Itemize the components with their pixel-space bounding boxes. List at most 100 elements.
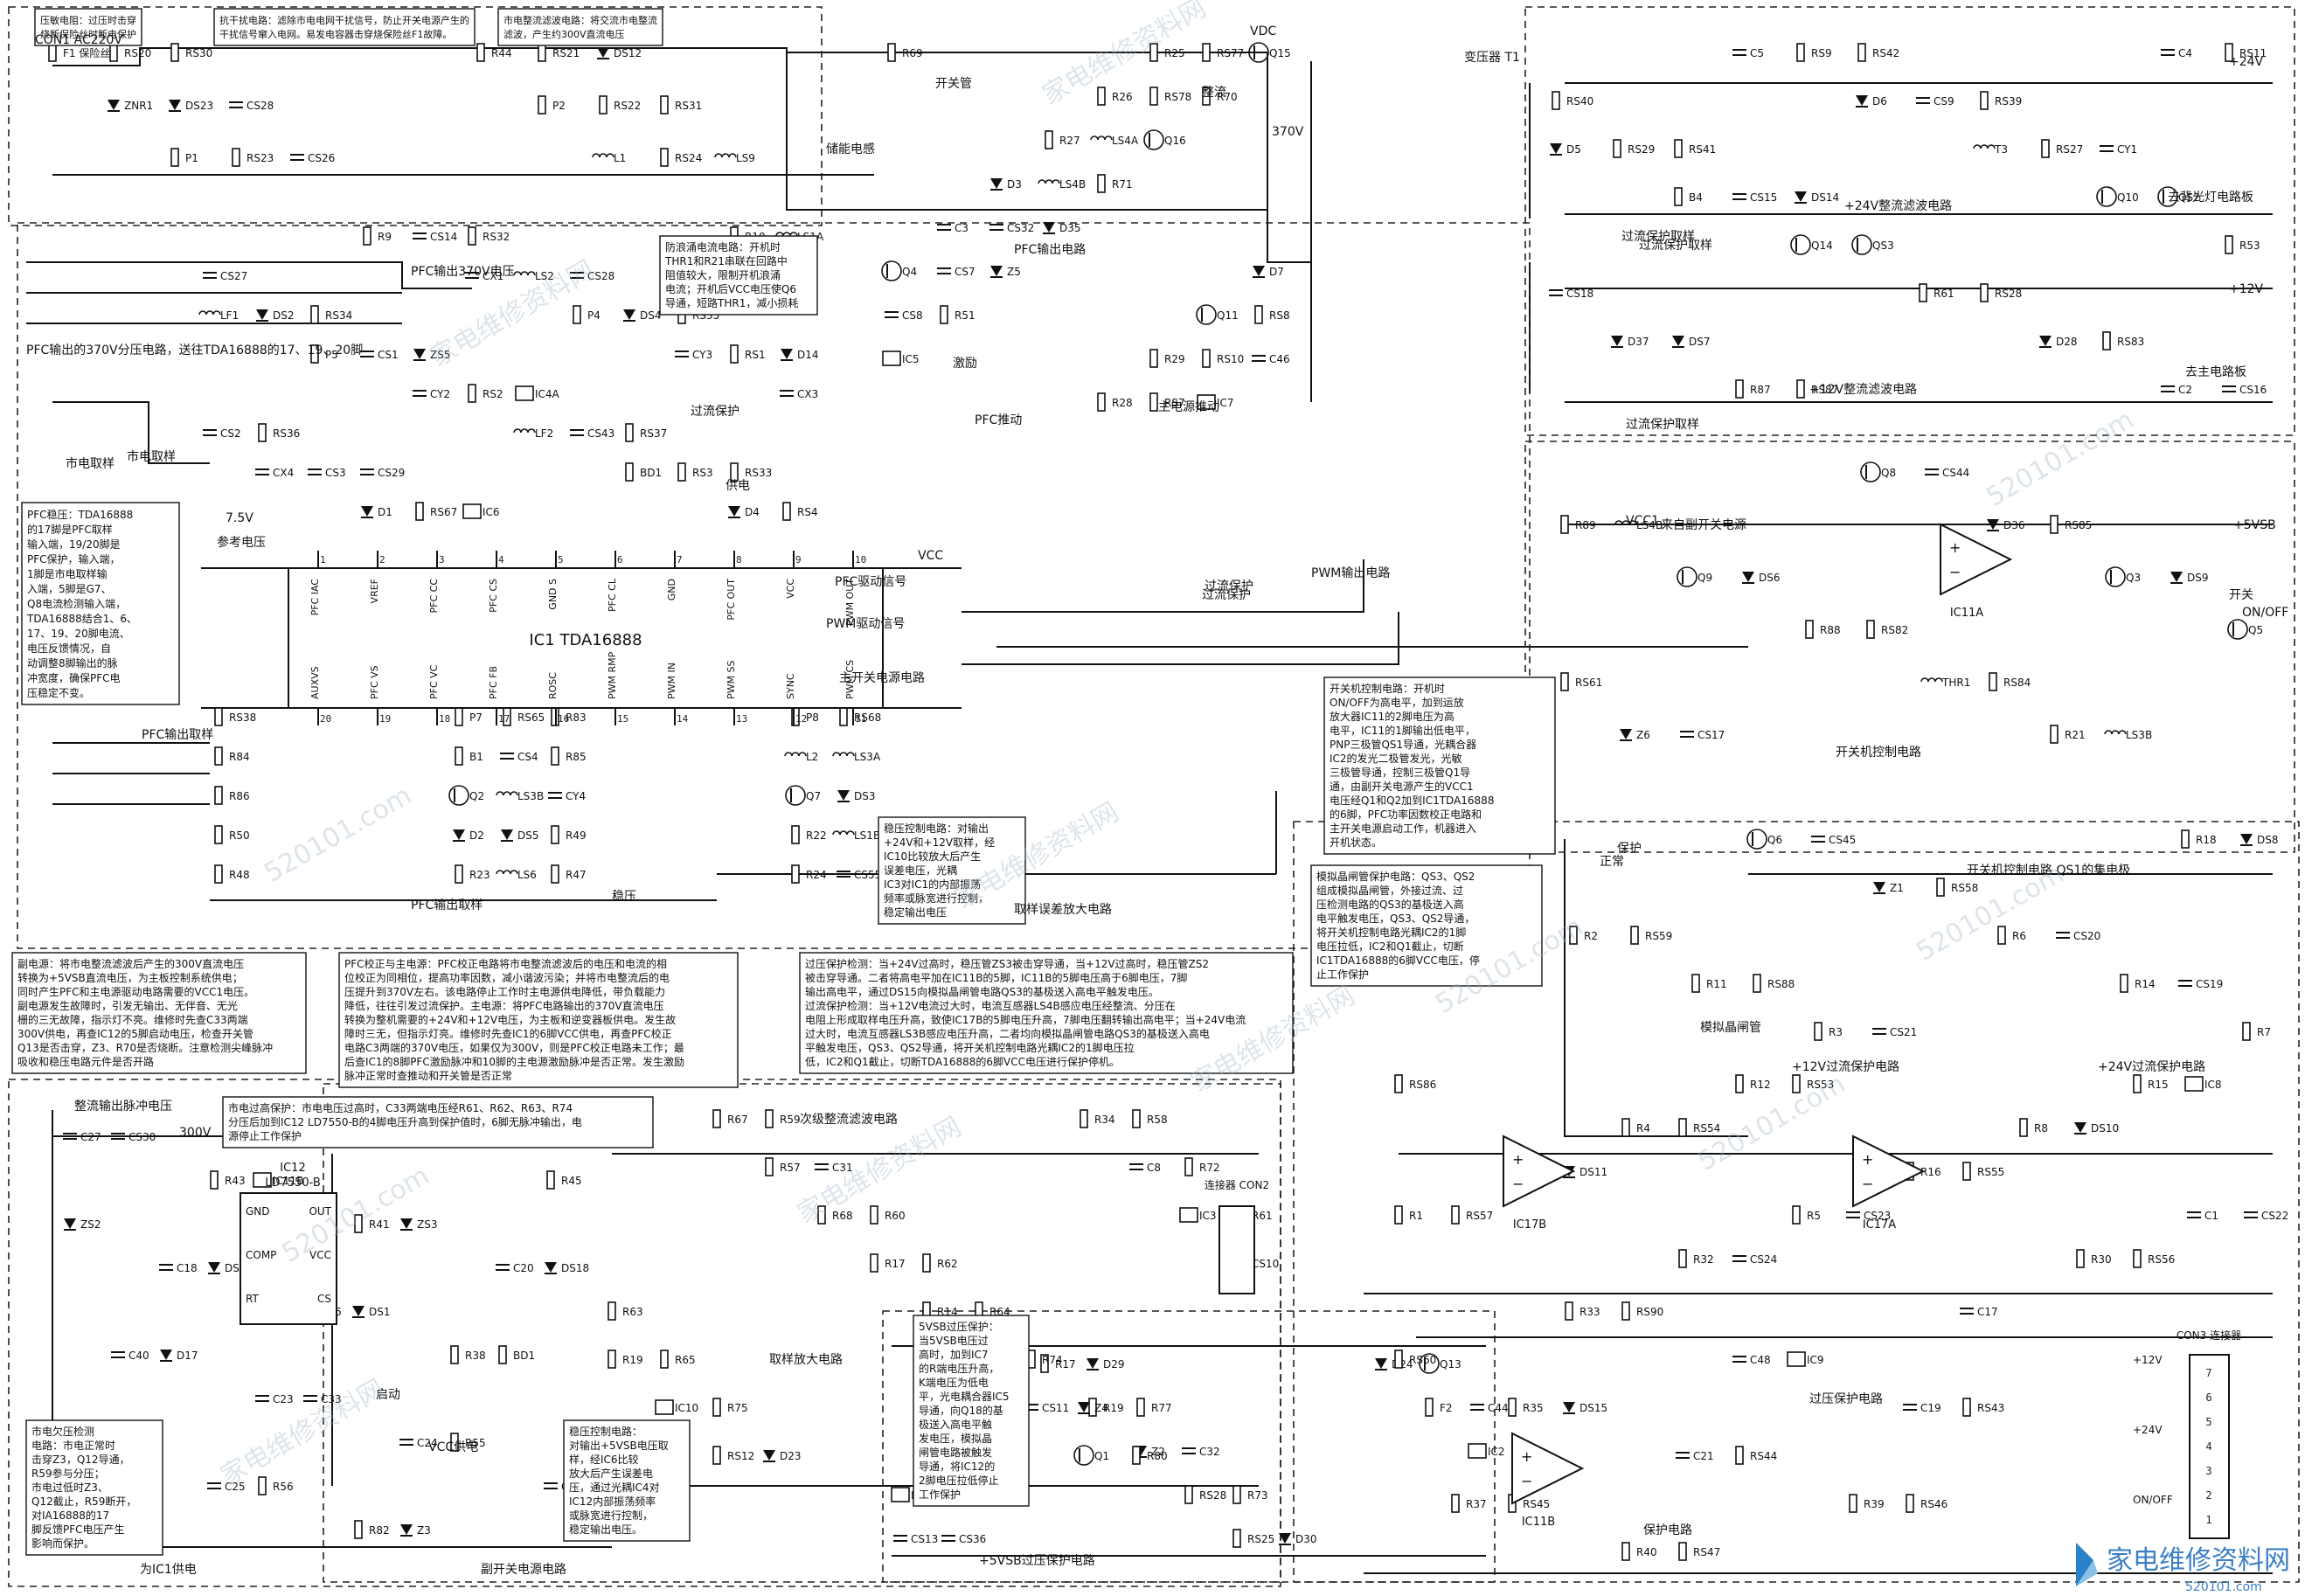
component-label: CS2: [220, 427, 241, 440]
component-rs36: RS36: [258, 423, 300, 442]
component-r8: R8: [2019, 1118, 2048, 1137]
component-q5: Q5: [2227, 619, 2263, 640]
component-label: CS8: [902, 309, 923, 322]
opamp-ic11b: +−IC11B: [1511, 1432, 1585, 1529]
note-2: 抗干扰电路：滤除市电电网干扰信号，防止开关电源产生的干扰信号窜入电网。易发电容器…: [213, 8, 476, 46]
section-caption: 去背光灯电路板: [2168, 191, 2253, 205]
note-line: 滤波，产生约300V直流电压: [503, 28, 625, 40]
component-label: R84: [229, 751, 250, 763]
note-line: 平，光电耦合器IC5: [919, 1390, 1010, 1403]
component-c20: C20: [496, 1262, 534, 1274]
component-label: RS11: [2239, 47, 2267, 59]
component-label: R24: [806, 869, 827, 881]
net-label-p12v: +12V: [2229, 282, 2264, 296]
section-caption: 为IC1供电: [140, 1563, 197, 1577]
resistor-symbol: [538, 95, 546, 114]
inductor-coil: [527, 271, 536, 276]
component-label: IC10: [675, 1402, 698, 1414]
inductor-coil: [714, 153, 723, 158]
resistor-symbol: [1232, 1485, 1241, 1504]
diode-symbol: [597, 47, 609, 58]
component-d14: D14: [781, 349, 819, 361]
note-line: IC10比较放大后产生: [884, 850, 981, 863]
component-label: R53: [2239, 239, 2260, 252]
component-label: R19: [622, 1354, 643, 1366]
resistor-symbol: [1184, 1157, 1193, 1176]
component-q13: Q13: [1419, 1353, 1461, 1374]
component-ic4a: IC4A: [515, 385, 560, 401]
ic12-body: [240, 1192, 337, 1325]
net-label-onoff: ON/OFF: [2242, 606, 2288, 620]
component-rs43: RS43: [1962, 1398, 2004, 1417]
component-r39: R39: [1849, 1494, 1885, 1513]
inductor-coil: [1052, 179, 1060, 184]
component-label: C1: [2204, 1210, 2218, 1222]
component-rs87: RS87: [1796, 379, 1838, 399]
section-caption: 来自副开关电源: [1661, 518, 1746, 532]
component-label: RS24: [675, 152, 702, 164]
resistor-symbol: [1149, 87, 1158, 106]
opamp-minus: −: [1949, 564, 1961, 580]
net-label-guoliu: 过流保护: [691, 405, 739, 419]
note-box: [25, 1419, 163, 1556]
component-label: R4: [1636, 1122, 1650, 1135]
component-label: C23: [273, 1393, 294, 1405]
component-label: RS10: [1217, 353, 1244, 365]
component-r70: R70: [1202, 87, 1238, 106]
resistor-symbol: [2120, 974, 2128, 993]
resistor-symbol: [1678, 1249, 1687, 1268]
ic1-bottom-pin-name: PWM IN: [666, 663, 677, 699]
resistor-symbol: [2181, 829, 2190, 849]
component-rs57: RS57: [1451, 1205, 1493, 1225]
transistor-symbol: [2157, 186, 2178, 207]
inductor-coil: [599, 153, 607, 158]
diode-symbol: [1253, 266, 1265, 276]
inductor-coil: [789, 232, 798, 237]
note-line: 1脚是市电取样输: [27, 567, 108, 580]
ic1-bottom-pin-name: PFC FB: [488, 666, 499, 699]
component-label: CS28: [246, 100, 274, 112]
component-label: IC9: [1807, 1354, 1824, 1366]
diode-symbol: [763, 1450, 775, 1461]
inductor-coil: [520, 428, 529, 434]
component-r15: R15: [2133, 1074, 2169, 1093]
ic-symbol: [1179, 1207, 1198, 1223]
component-label: R30: [2091, 1253, 2112, 1266]
con3-net-label: ON/OFF: [2133, 1494, 2173, 1506]
component-p1: P1: [170, 148, 198, 167]
component-label: F1 保险丝: [63, 46, 110, 59]
inductor-coil: [728, 153, 737, 158]
component-label: RS90: [1636, 1306, 1663, 1318]
component-r89: R89: [1560, 515, 1596, 534]
note-box: [338, 952, 739, 1088]
note-line: 电路C3两端的370V电压，如果仅为300V，则是PFC校正电路未工作；最: [344, 1041, 684, 1054]
component-c23: C23: [255, 1393, 294, 1405]
diode-symbol: [160, 1350, 172, 1360]
component-label: D37: [1628, 336, 1649, 348]
component-cs20: CS20: [2056, 930, 2100, 942]
component-label: R67: [727, 1114, 748, 1126]
ic1-top-pin-name: PFC OUT: [726, 579, 737, 621]
component-label: R6: [2012, 930, 2026, 942]
component-label: BD1: [640, 467, 662, 479]
component-rs28: RS28: [1980, 283, 2022, 302]
note-line: 市电过高保护：市电电压过高时，C33两端电压经R61、R62、R63、R74: [228, 1101, 573, 1114]
resistor-symbol: [1184, 1485, 1193, 1504]
transistor-symbol: [2227, 619, 2248, 640]
opamp-plus: +: [1862, 1151, 1873, 1168]
component-r28: R28: [1097, 392, 1133, 412]
component-c17: C17: [1960, 1306, 1998, 1318]
inductor-coil: [1980, 144, 1989, 149]
opamp-plus: +: [1521, 1448, 1532, 1465]
ic1-bottom-pin-name: PWM CS: [844, 660, 856, 699]
inductor-coil: [520, 271, 529, 276]
note-box: [34, 8, 142, 46]
component-r86: R86: [214, 786, 250, 805]
component-r19: R19: [607, 1350, 643, 1369]
component-cs30: CS30: [111, 1131, 156, 1143]
resistor-symbol: [1906, 1494, 1914, 1513]
resistor-symbol: [625, 462, 634, 482]
component-cs23: CS23: [1846, 1210, 1891, 1222]
component-ds8: DS8: [2240, 834, 2279, 846]
component-cs28: CS28: [570, 270, 614, 282]
